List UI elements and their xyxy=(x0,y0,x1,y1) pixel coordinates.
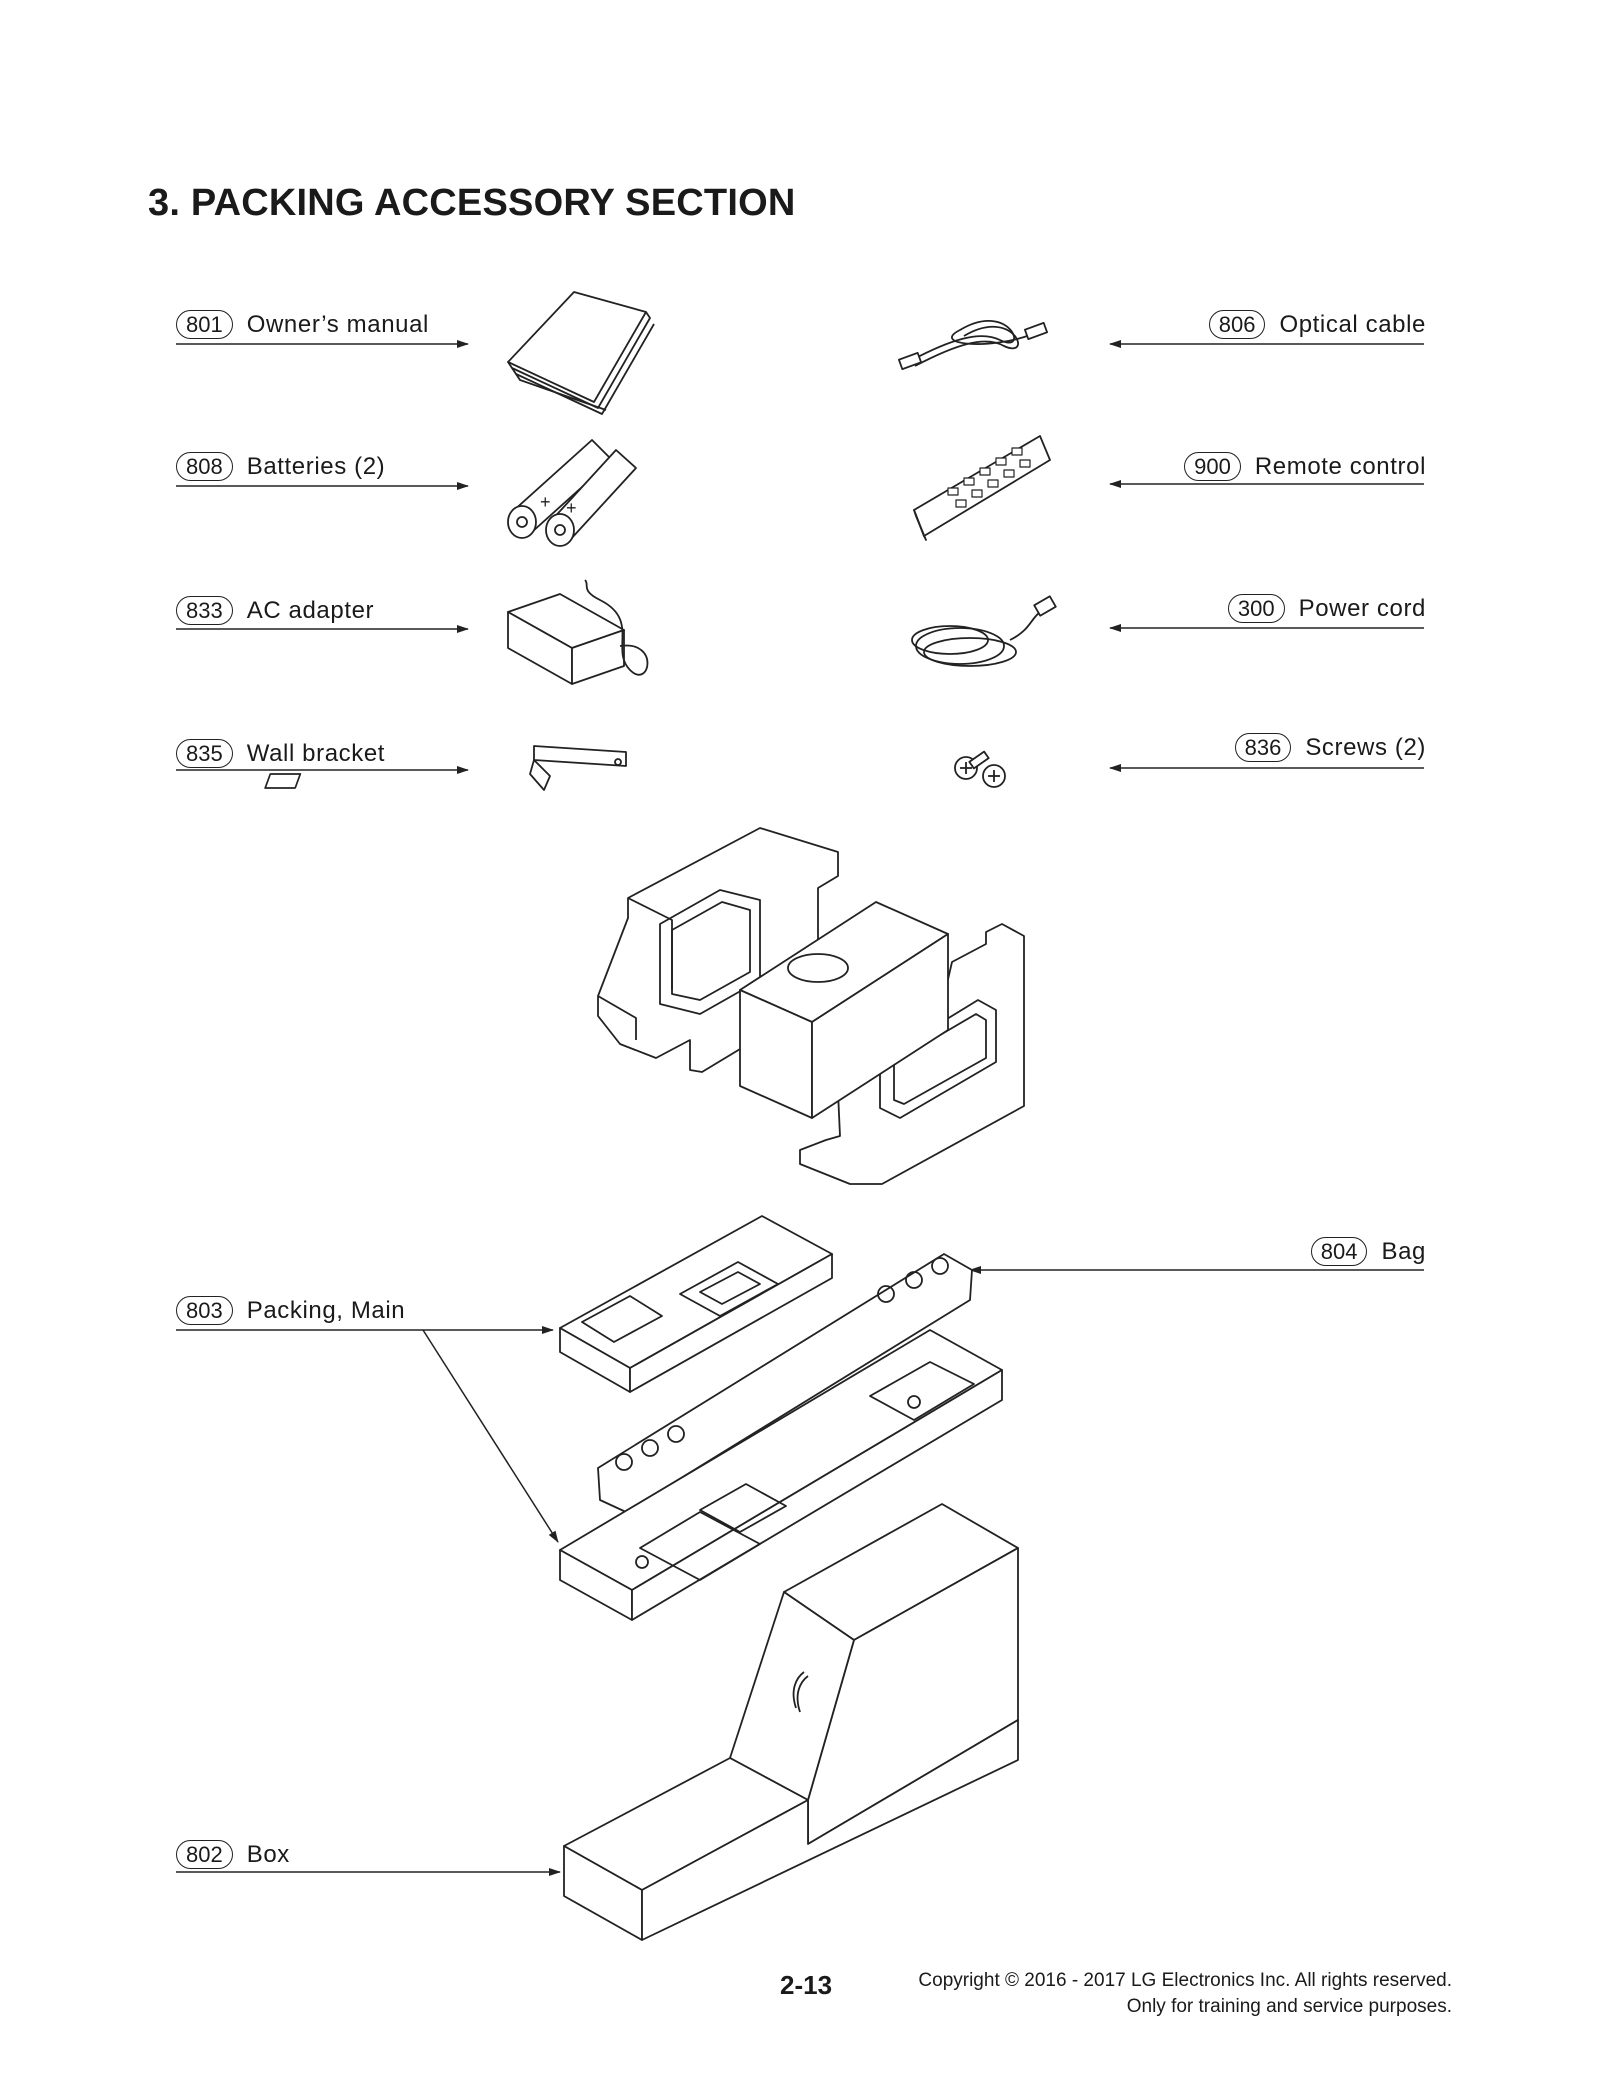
part-label-808: 808 Batteries (2) xyxy=(176,452,385,481)
soundbar-bag xyxy=(597,1253,973,1513)
part-label-835: 835 Wall bracket xyxy=(176,739,385,768)
part-name: AC adapter xyxy=(246,596,375,624)
batteries-icon: + + xyxy=(507,439,637,547)
part-label-802: 802 Box xyxy=(176,1840,290,1869)
leader-803-b xyxy=(422,1329,559,1543)
part-number-badge: 803 xyxy=(176,1296,233,1325)
box xyxy=(563,1503,1019,1941)
packing-main-top xyxy=(559,1215,833,1393)
part-name: Batteries (2) xyxy=(246,452,386,480)
optical-cable-icon xyxy=(897,320,1049,371)
part-label-833: 833 AC adapter xyxy=(176,596,374,625)
packing-main-bottom xyxy=(559,1329,1003,1621)
part-number-badge: 900 xyxy=(1184,452,1241,481)
part-name: Bag xyxy=(1381,1237,1426,1265)
part-number-badge: 804 xyxy=(1310,1237,1368,1266)
part-number-badge: 836 xyxy=(1234,733,1292,762)
part-name: Packing, Main xyxy=(246,1296,406,1324)
part-number-badge: 802 xyxy=(176,1840,233,1869)
part-label-806: 806 Optical cable xyxy=(1208,310,1426,339)
owners-manual-icon xyxy=(507,291,655,415)
page-number: 2-13 xyxy=(780,1970,833,2000)
part-name: Remote control xyxy=(1254,452,1426,480)
screws-icon xyxy=(954,750,1006,788)
part-number-badge: 808 xyxy=(176,452,233,481)
power-cord-icon xyxy=(911,595,1057,667)
wall-bracket-icon xyxy=(264,745,627,791)
part-name: Optical cable xyxy=(1279,310,1426,338)
part-name: Power cord xyxy=(1298,594,1426,622)
svg-text:+: + xyxy=(540,492,551,512)
part-label-804: 804 Bag xyxy=(1310,1237,1426,1266)
part-label-836: 836 Screws (2) xyxy=(1234,733,1426,762)
ac-adapter-icon xyxy=(507,579,649,685)
part-name: Owner’s manual xyxy=(246,310,429,338)
part-number-badge: 806 xyxy=(1208,310,1266,339)
soundbar-block xyxy=(739,901,949,1119)
remote-control-icon xyxy=(913,435,1051,541)
copyright-line: Copyright © 2016 - 2017 LG Electronics I… xyxy=(918,1970,1452,1991)
part-label-803: 803 Packing, Main xyxy=(176,1296,405,1325)
page-title: 3. PACKING ACCESSORY SECTION xyxy=(148,182,796,224)
part-label-801: 801 Owner’s manual xyxy=(176,310,429,339)
svg-text:+: + xyxy=(566,498,577,518)
part-number-badge: 801 xyxy=(176,310,233,339)
part-number-badge: 835 xyxy=(176,739,233,768)
part-name: Screws (2) xyxy=(1305,733,1426,761)
usage-notice: Only for training and service purposes. xyxy=(1126,1996,1452,2017)
part-number-badge: 833 xyxy=(176,596,233,625)
part-name: Wall bracket xyxy=(246,739,386,767)
part-number-badge: 300 xyxy=(1227,594,1285,623)
part-name: Box xyxy=(246,1840,290,1868)
part-label-300: 300 Power cord xyxy=(1227,594,1426,623)
part-label-900: 900 Remote control xyxy=(1184,452,1426,481)
